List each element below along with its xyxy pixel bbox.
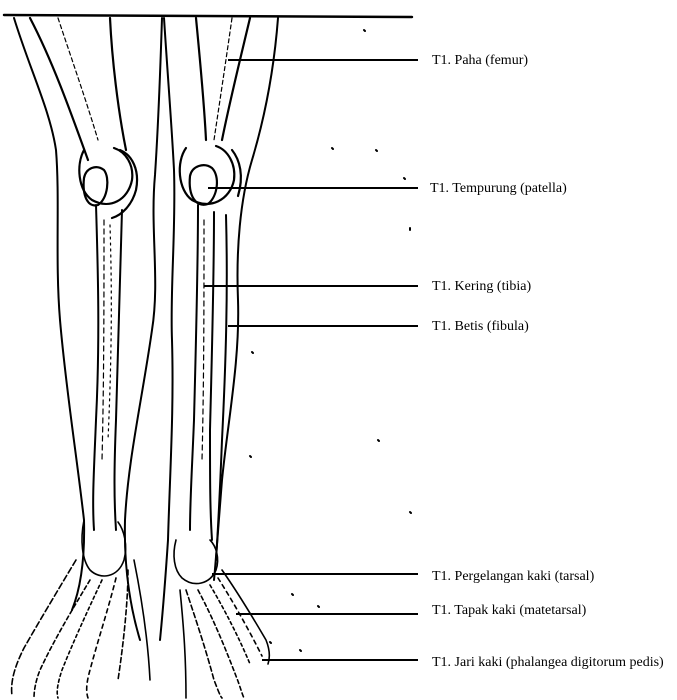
right-foot: [174, 540, 269, 698]
left-leg-outline: [14, 18, 162, 640]
label-fibula: T1. Betis (fibula): [432, 318, 529, 335]
right-leg-outline: [160, 18, 278, 640]
label-patella: T1. Tempurung (patella): [430, 180, 567, 197]
right-knee: [180, 146, 241, 205]
label-metatarsal: T1. Tapak kaki (matetarsal): [432, 602, 586, 619]
speckles: [250, 30, 411, 651]
label-tarsal: T1. Pergelangan kaki (tarsal): [432, 568, 594, 585]
label-tibia: T1. Kering (tibia): [432, 278, 531, 295]
right-tibia-fibula: [190, 205, 227, 560]
left-foot: [12, 520, 150, 698]
label-phalanges: T1. Jari kaki (phalangea digitorum pedis…: [432, 654, 672, 671]
label-femur: T1. Paha (femur): [432, 52, 528, 69]
right-femur: [196, 18, 250, 140]
left-tibia-fibula: [93, 205, 122, 530]
top-border-line: [4, 15, 412, 17]
left-femur: [30, 18, 126, 160]
